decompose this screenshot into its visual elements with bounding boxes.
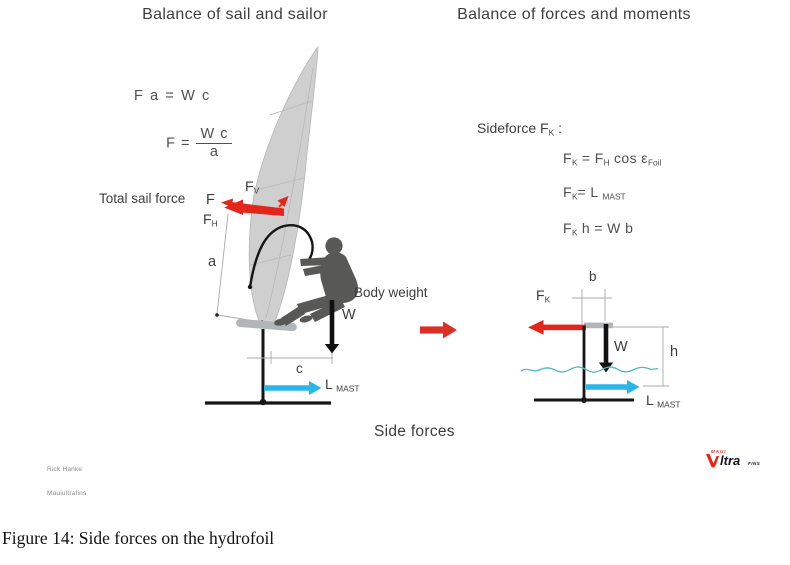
sideforce-heading: Sideforce FK : <box>477 120 562 138</box>
sail <box>248 45 319 325</box>
side-forces-label: Side forces <box>374 423 455 440</box>
c-dimension-label: c <box>296 361 303 376</box>
logo-fins-text: FINS <box>748 461 760 466</box>
fraction-numerator: W c <box>196 127 233 145</box>
logo-ltra-text: ltra <box>720 453 740 468</box>
mast-and-foil-left <box>205 329 331 406</box>
w-label-right: W <box>614 339 628 355</box>
equation-fk-lmast: FK= L MAST <box>563 184 626 202</box>
board <box>236 318 297 332</box>
equation-moment-balance: F a = W c <box>134 88 211 104</box>
w-label-left: W <box>342 307 356 323</box>
body-weight-label: Body weight <box>354 285 428 300</box>
mast-and-foil-right <box>534 326 634 403</box>
logo-u-swoosh-icon <box>706 454 719 468</box>
boom <box>247 224 314 290</box>
equation-fk-moment: FK h = W b <box>563 220 634 238</box>
equation-fk-cos: FK = FH cos εFoil <box>563 150 662 168</box>
board-right <box>584 322 613 329</box>
fraction-denominator: a <box>209 144 219 161</box>
fk-label: FK <box>536 287 551 305</box>
author-credits: Rick Hanke Mauiultrafins <box>47 450 86 514</box>
h-dimension-label: h <box>670 344 679 360</box>
a-dimension-label: a <box>208 254 217 270</box>
hydrofoil-forces-figure <box>205 45 669 406</box>
transition-arrow <box>420 321 457 339</box>
figure-caption: Figure 14: Side forces on the hydrofoil <box>2 528 275 548</box>
h-dimension-lines <box>612 326 669 387</box>
water-line <box>520 366 659 373</box>
weight-arrow-left <box>324 300 340 354</box>
mast-lift-arrow-right <box>586 380 640 394</box>
lmast-label-left: L MAST <box>325 376 360 394</box>
credit-line-1: Rick Hanke <box>47 466 83 473</box>
b-dimension-label: b <box>589 269 597 284</box>
maui-ultra-fins-logo: MAUI ltra FINS <box>698 446 770 477</box>
fv-arrow <box>277 196 289 208</box>
windsurfer-silhouette <box>274 237 359 326</box>
fk-arrow <box>528 320 586 335</box>
fv-label: FV <box>245 178 260 196</box>
left-panel-title: Balance of sail and sailor <box>142 6 328 23</box>
fh-label: FH <box>203 211 218 229</box>
f-label: F <box>206 192 215 208</box>
b-dimension-lines <box>572 289 612 324</box>
weight-arrow-right <box>598 324 614 373</box>
mast-lift-arrow-left <box>264 381 322 395</box>
f-thin-arrow <box>221 198 282 210</box>
equation-lhs: F = <box>166 135 191 152</box>
total-sail-force-label: Total sail force <box>99 191 186 206</box>
right-panel-title: Balance of forces and moments <box>457 6 691 23</box>
c-dimension-line <box>247 350 333 364</box>
logo-maui-text: MAUI <box>711 449 727 454</box>
credit-line-2: Mauiultrafins <box>47 490 87 497</box>
lmast-label-right: L MAST <box>646 392 681 410</box>
